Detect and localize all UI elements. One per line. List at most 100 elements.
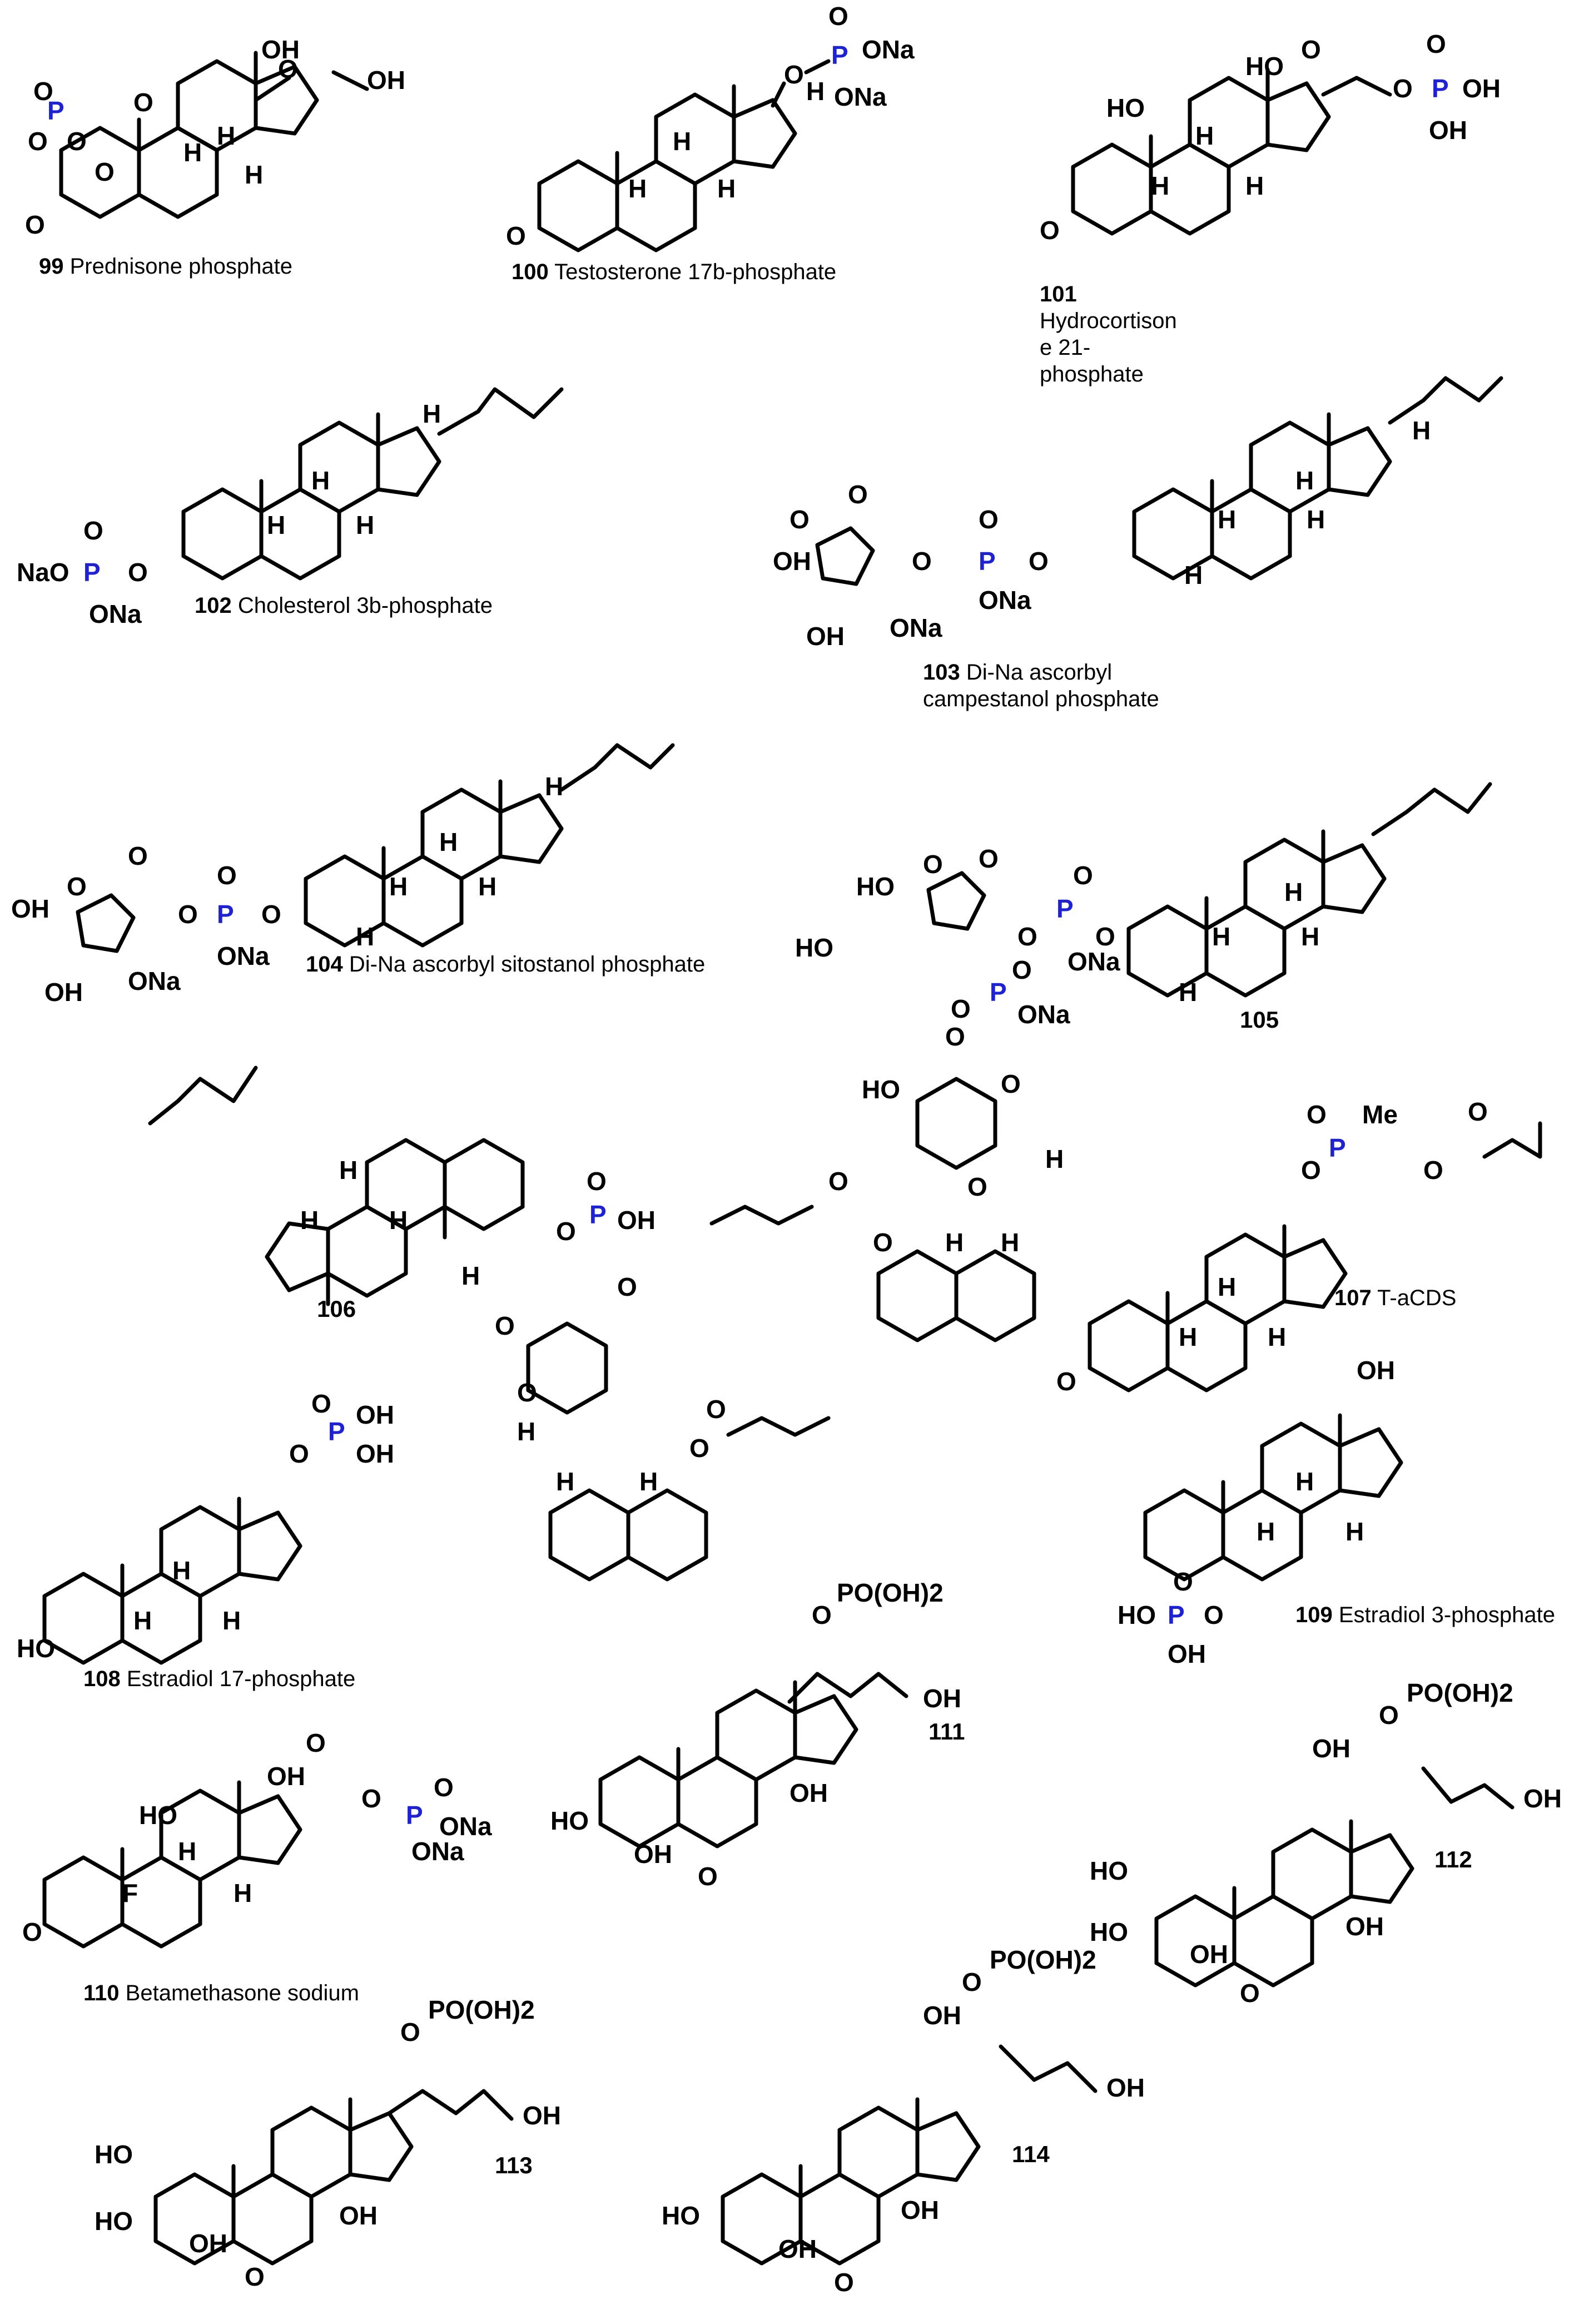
atom-h: H	[267, 511, 285, 539]
atom-ho: HO	[1118, 1600, 1156, 1629]
atom-h: H	[423, 399, 441, 428]
atom-o: O	[95, 157, 115, 186]
atom-o: O	[245, 2262, 265, 2291]
atom-oh: OH	[790, 1778, 828, 1807]
atom-o: O	[923, 850, 943, 879]
atom-h: H	[1151, 171, 1169, 200]
atom-h: H	[556, 1467, 574, 1496]
atom-o: O	[311, 1389, 331, 1418]
atom-ho: HO	[550, 1806, 589, 1835]
atom-h: H	[222, 1606, 241, 1635]
atom-o: O	[1056, 1367, 1076, 1396]
atom-h: H	[717, 174, 736, 203]
atom-o: O	[28, 127, 48, 156]
atom-oh: OH	[1312, 1734, 1350, 1763]
atom-o: O	[698, 1862, 718, 1891]
structure-109: OH H H H O HO P O OH	[1118, 1356, 1401, 1668]
atom-ona: ONa	[862, 35, 915, 64]
caption-102: 102 Cholesterol 3b-phosphate	[195, 593, 493, 618]
caption-104: 104 Di-Na ascorbyl sitostanol phosphate	[306, 952, 706, 977]
atom-oh: OH	[356, 1400, 394, 1429]
atom-ho: HO	[17, 1634, 55, 1663]
caption-107: 107 T-aCDS	[1334, 1286, 1457, 1310]
atom-h: H	[356, 511, 374, 539]
atom-o: O	[133, 88, 153, 117]
atom-o: O	[1307, 1100, 1327, 1129]
atom-o: O	[217, 861, 237, 890]
atom-o: O	[587, 1167, 607, 1196]
atom-ona: ONa	[128, 967, 181, 995]
atom-o: O	[1423, 1156, 1443, 1185]
structure-101: HO O O P O OH OH HO H H H O	[1040, 29, 1501, 245]
atom-o: O	[1001, 1069, 1021, 1098]
atom-oh: OH	[523, 2101, 561, 2130]
atom-o: O	[306, 1728, 326, 1757]
caption-114: 114	[1012, 2141, 1050, 2167]
atom-o: O	[289, 1439, 309, 1468]
atom-h: H	[628, 174, 647, 203]
atom-oh: OH	[1523, 1784, 1562, 1813]
atom-oh: OH	[1357, 1356, 1395, 1385]
atom-h: H	[673, 127, 691, 156]
atom-h: H	[545, 772, 563, 801]
atom-oh: OH	[44, 978, 83, 1007]
atom-p: P	[831, 41, 848, 70]
atom-ho: HO	[1245, 52, 1284, 81]
caption-111: 111	[928, 1718, 965, 1745]
atom-o: O	[1379, 1701, 1399, 1730]
atom-o: O	[556, 1217, 576, 1246]
atom-p: P	[979, 547, 996, 576]
atom-h: H	[1257, 1517, 1275, 1546]
structure-111: O PO(OH)2 OH HO OH O OH	[550, 1578, 961, 1891]
atom-po-oh2: PO(OH)2	[990, 1945, 1096, 1974]
atom-f: F	[122, 1879, 138, 1907]
atom-o: O	[506, 221, 526, 250]
atom-o: O	[67, 872, 87, 901]
atom-p: P	[990, 978, 1007, 1007]
atom-h: H	[1179, 1322, 1197, 1351]
structure-99: OH O OH O H H H P O O O O O	[25, 35, 405, 239]
atom-o: O	[1426, 29, 1446, 58]
atom-o: O	[1301, 35, 1321, 64]
atom-ona: ONa	[890, 613, 942, 642]
atom-o: O	[22, 1917, 42, 1946]
atom-oh: OH	[634, 1840, 672, 1869]
atom-o: O	[25, 210, 45, 239]
atom-nao: NaO	[17, 558, 69, 587]
atom-h: H	[217, 121, 235, 150]
atom-h: H	[1212, 922, 1230, 951]
caption-99: 99 Prednisone phosphate	[39, 254, 292, 279]
atom-p: P	[1056, 894, 1074, 923]
atom-o: O	[33, 77, 53, 106]
structure-100: O P O ONa ONa H H H H O	[506, 2, 915, 250]
atom-ho: HO	[795, 933, 833, 962]
atom-h: H	[1301, 922, 1319, 951]
atom-h: H	[234, 1879, 252, 1907]
structure-107: O P O Me O O H H H O	[1056, 1097, 1542, 1396]
caption-112: 112	[1434, 1846, 1472, 1872]
atom-po-oh2: PO(OH)2	[837, 1578, 944, 1607]
atom-p: P	[406, 1801, 423, 1830]
atom-oh: OH	[1190, 1940, 1228, 1969]
atom-po-oh2: PO(OH)2	[1407, 1678, 1513, 1707]
atom-oh: OH	[778, 2234, 817, 2263]
structure-110: HO OH O O P O ONa ONa F H H O	[22, 1728, 492, 1946]
atom-h: H	[245, 160, 263, 189]
caption-110: 110 Betamethasone sodium	[83, 1981, 359, 2005]
atom-h: H	[1295, 1467, 1314, 1496]
atom-o: O	[1040, 216, 1060, 245]
atom-p: P	[1329, 1133, 1346, 1162]
caption-109: 109 Estradiol 3-phosphate	[1295, 1603, 1556, 1627]
atom-o: O	[434, 1773, 454, 1802]
atom-h: H	[945, 1228, 964, 1257]
atom-o: O	[1393, 74, 1413, 103]
atom-h: H	[478, 872, 496, 901]
atom-h: H	[300, 1206, 319, 1235]
atom-oh: OH	[1345, 1912, 1384, 1941]
atom-h: H	[806, 77, 825, 106]
atom-ona: ONa	[411, 1837, 464, 1866]
caption-105: 105	[1240, 1007, 1279, 1033]
atom-o: O	[495, 1311, 515, 1340]
atom-ho: HO	[1106, 93, 1145, 122]
